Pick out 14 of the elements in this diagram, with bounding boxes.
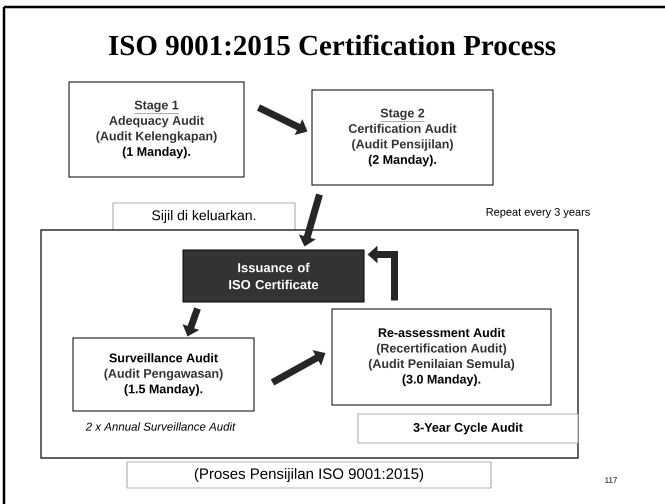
- note-text: 2 x Annual Surveillance Audit: [86, 422, 236, 431]
- arrow: [270, 350, 326, 386]
- title: ISO 9001:2015 Certification Process: [108, 34, 556, 56]
- note-text: Repeat every 3 years: [486, 208, 590, 218]
- process-box: Stage 2 Certification Audit (Audit Pensijilan) (2 Manday).: [312, 90, 494, 186]
- process-box: Issuance of ISO Certificate: [182, 250, 364, 302]
- cycle-frame: [40, 229, 579, 459]
- page-number: 117: [605, 477, 617, 483]
- process-box: Surveillance Audit (Audit Pengawasan) (1.5 Manday).: [72, 338, 254, 412]
- process-box: Stage 1 Adequacy Audit (Audit Kelengkapan) (1 Manday).: [68, 82, 244, 178]
- note-box: Sijil di keluarkan.: [112, 202, 296, 230]
- process-box: Re-assessment Audit (Recertification Audit) (Audit Penilaian Semula) (3.0 Manday).: [332, 308, 552, 406]
- note-box: 3-Year Cycle Audit: [358, 414, 578, 444]
- caption-box: (Proses Pensijilan ISO 9001:2015): [126, 462, 492, 488]
